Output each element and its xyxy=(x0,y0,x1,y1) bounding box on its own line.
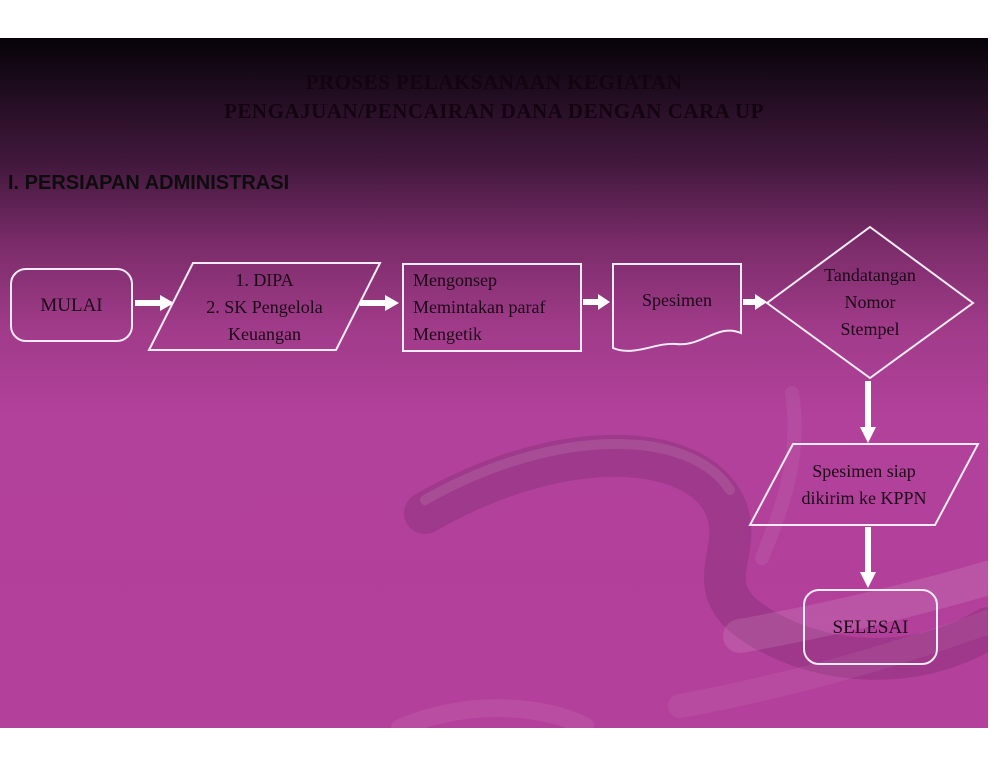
flow-node-kirim-label: Spesimen siap dikirim ke KPPN xyxy=(801,461,927,508)
flow-node-selesai: SELESAI xyxy=(803,589,938,665)
arrow-mulai-to-dipa xyxy=(135,295,174,311)
flow-node-decision: Tandatangan Nomor Stempel xyxy=(765,225,975,380)
parallelogram-shape xyxy=(748,443,980,526)
flow-node-spesimen-label: Spesimen xyxy=(642,289,712,310)
slide-canvas: PROSES PELAKSANAAN KEGIATAN PENGAJUAN/PE… xyxy=(0,38,988,728)
arrow-dipa-to-konsep xyxy=(360,295,399,311)
section-heading: I. PERSIAPAN ADMINISTRASI xyxy=(8,172,290,194)
flow-node-decision-label: Tandatangan Nomor Stempel xyxy=(824,265,916,339)
slide-title-line2: PENGAJUAN/PENCAIRAN DANA DENGAN CARA UP xyxy=(224,99,764,123)
parallelogram-shape xyxy=(147,262,382,351)
arrow-spesimen-to-decision xyxy=(743,294,767,310)
slide-title-line1: PROSES PELAKSANAAN KEGIATAN xyxy=(305,70,683,94)
flow-node-kirim: Spesimen siap dikirim ke KPPN xyxy=(748,443,980,527)
flow-node-mulai: MULAI xyxy=(10,268,133,342)
flow-node-selesai-label: SELESAI xyxy=(832,616,909,638)
flow-node-spesimen: Spesimen xyxy=(612,263,742,352)
flow-node-konsep: Mengonsep Memintakan paraf Mengetik xyxy=(402,263,582,352)
flow-node-konsep-label: Mengonsep Memintakan paraf Mengetik xyxy=(413,270,546,344)
flow-node-mulai-label: MULAI xyxy=(40,294,103,316)
arrow-decision-to-kirim xyxy=(860,381,876,443)
document-shape xyxy=(612,263,742,352)
diamond-shape xyxy=(765,225,975,380)
background-swirl-decoration xyxy=(391,386,988,728)
flow-node-dipa: 1. DIPA 2. SK Pengelola Keuangan xyxy=(147,262,382,352)
flow-node-dipa-label: 1. DIPA 2. SK Pengelola Keuangan xyxy=(206,269,323,344)
arrow-kirim-to-selesai xyxy=(860,527,876,588)
arrow-konsep-to-spesimen xyxy=(583,294,610,310)
slide-title: PROSES PELAKSANAAN KEGIATAN PENGAJUAN/PE… xyxy=(0,68,988,126)
